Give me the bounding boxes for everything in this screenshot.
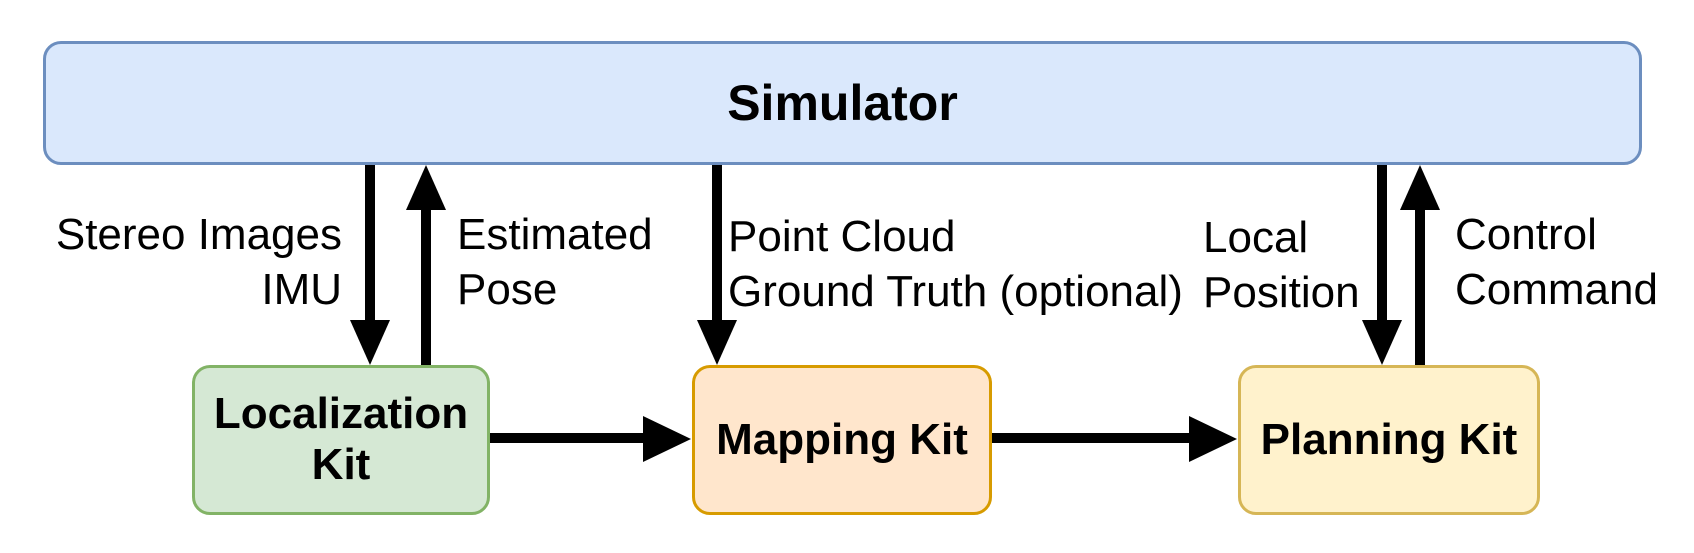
mapping-to-planning-arrowhead-icon bbox=[1189, 416, 1237, 462]
stereo-imu-arrow-shaft bbox=[365, 165, 375, 322]
localization-to-mapping-arrow-shaft bbox=[490, 433, 645, 443]
mapping-kit-node: Mapping Kit bbox=[692, 365, 992, 515]
stereo-images-imu-label: Stereo Images IMU bbox=[55, 210, 342, 314]
local-position-label: Local Position bbox=[1203, 213, 1360, 317]
control-command-arrowhead-up-icon bbox=[1400, 165, 1440, 210]
local-position-arrowhead-down-icon bbox=[1362, 320, 1402, 365]
planning-kit-node: Planning Kit bbox=[1238, 365, 1540, 515]
simulator-label: Simulator bbox=[727, 75, 958, 131]
local-position-arrow-shaft bbox=[1377, 165, 1387, 322]
control-command-label: Control Command bbox=[1455, 210, 1658, 314]
estimated-pose-label: Estimated Pose bbox=[457, 210, 653, 314]
mapping-kit-label: Mapping Kit bbox=[716, 414, 968, 464]
localization-to-mapping-arrowhead-icon bbox=[643, 416, 691, 462]
planning-kit-label: Planning Kit bbox=[1260, 414, 1518, 464]
stereo-imu-arrowhead-down-icon bbox=[350, 320, 390, 365]
mapping-to-planning-arrow-shaft bbox=[992, 433, 1190, 443]
point-cloud-ground-truth-label: Point Cloud Ground Truth (optional) bbox=[728, 212, 1183, 316]
localization-kit-label: Localization Kit bbox=[213, 389, 469, 489]
point-cloud-arrowhead-down-icon bbox=[697, 320, 737, 365]
estimated-pose-arrow-shaft bbox=[421, 208, 431, 365]
estimated-pose-arrowhead-up-icon bbox=[406, 165, 446, 210]
simulator-node: Simulator bbox=[43, 41, 1642, 165]
localization-kit-node: Localization Kit bbox=[192, 365, 490, 515]
control-command-arrow-shaft bbox=[1415, 208, 1425, 365]
point-cloud-arrow-shaft bbox=[712, 165, 722, 322]
